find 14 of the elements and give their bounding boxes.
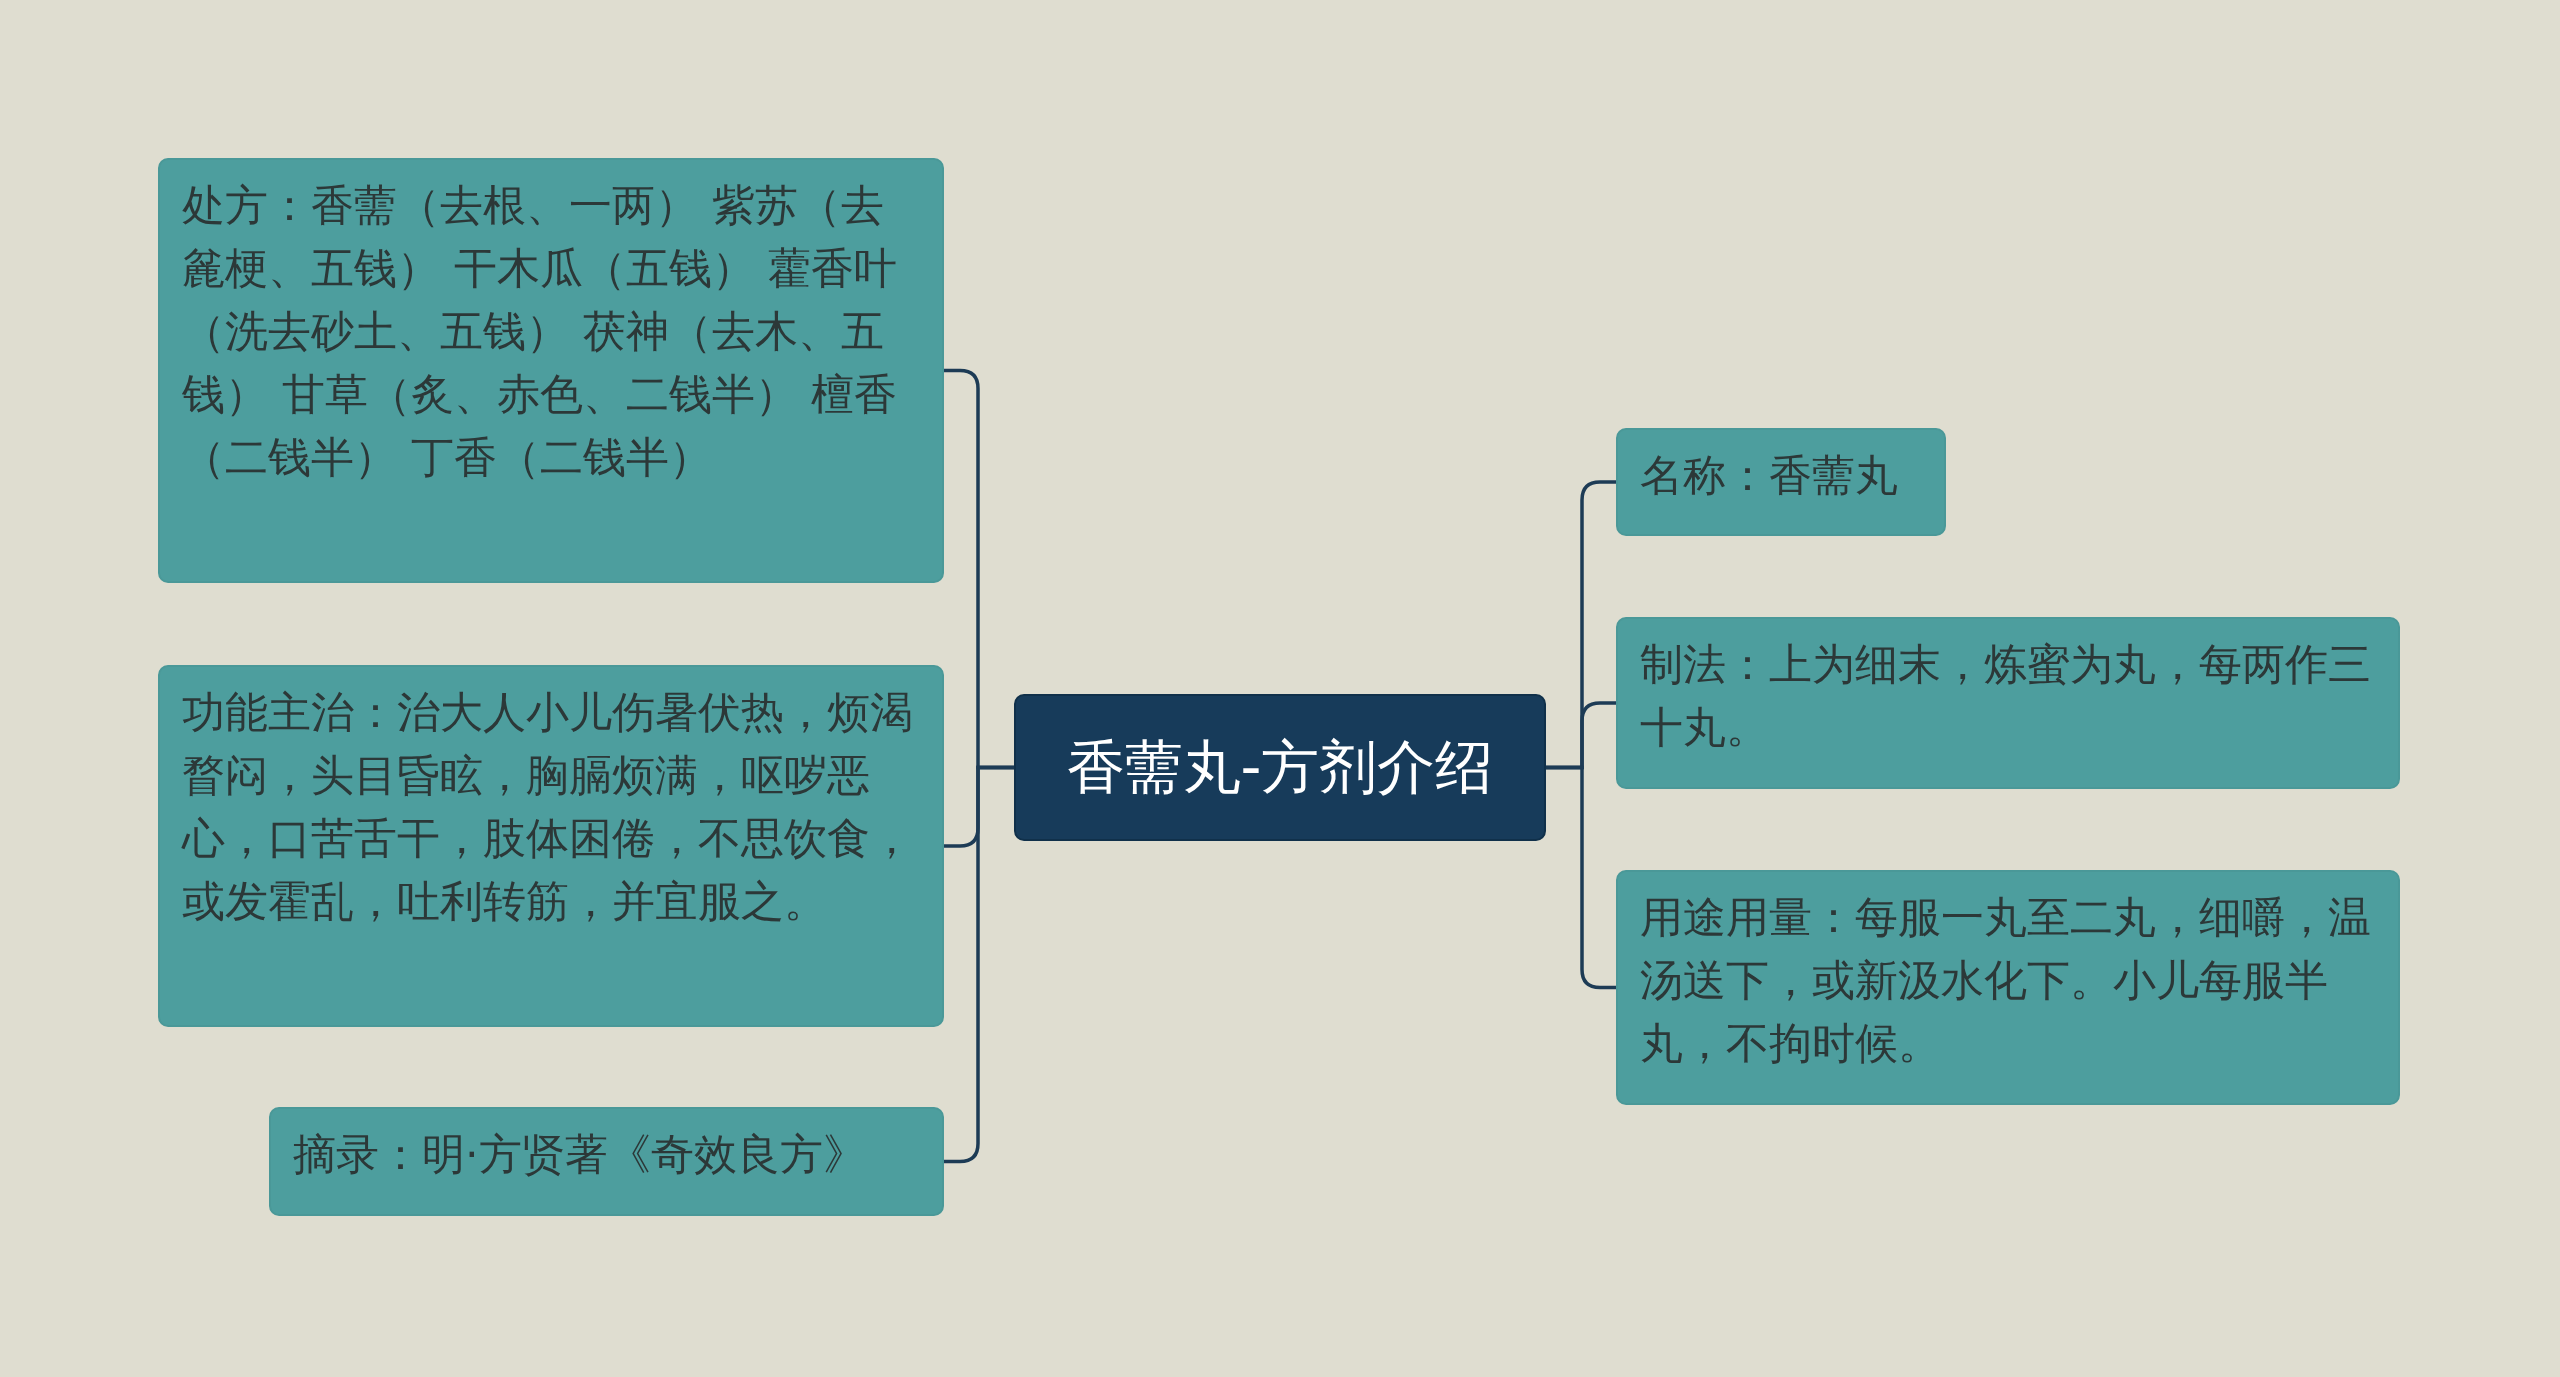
central-topic xyxy=(1014,694,1546,841)
topic-text: 处方：香薷（去根、一两） 紫苏（去麄梗、五钱） 干木瓜（五钱） 藿香叶（洗去砂土、五钱） 茯神（去木、五钱） 甘草（炙、赤色、二钱半） 檀香（二钱半） 丁香（二钱半） xyxy=(182,179,899,484)
topic-box xyxy=(158,158,944,583)
topic-box xyxy=(158,665,944,1027)
topic-box xyxy=(1616,870,2400,1105)
topic-box xyxy=(269,1107,944,1216)
topic-text: 摘录：明·方贤著《奇效良方》 xyxy=(293,1128,866,1181)
topic-text: 香薷丸-方剂介绍 xyxy=(1066,732,1494,803)
topic-text: 功能主治：治大人小儿伤暑伏热，烦渴瞀闷，头目昏眩，胸膈烦满，呕哕恶心，口苦舌干，肢体困倦，不思饮食，或发霍乱，吐利转筋，并宜服之。 xyxy=(182,686,914,928)
topic-box xyxy=(1616,617,2400,789)
topic-text: 名称：香薷丸 xyxy=(1640,449,1898,502)
topic-text: 制法：上为细末，炼蜜为丸，每两作三十丸。 xyxy=(1640,638,2372,754)
topic-box xyxy=(1616,428,1946,536)
topic-text: 用途用量：每服一丸至二丸，细嚼，温汤送下，或新汲水化下。小儿每服半丸，不拘时候。 xyxy=(1640,891,2372,1070)
